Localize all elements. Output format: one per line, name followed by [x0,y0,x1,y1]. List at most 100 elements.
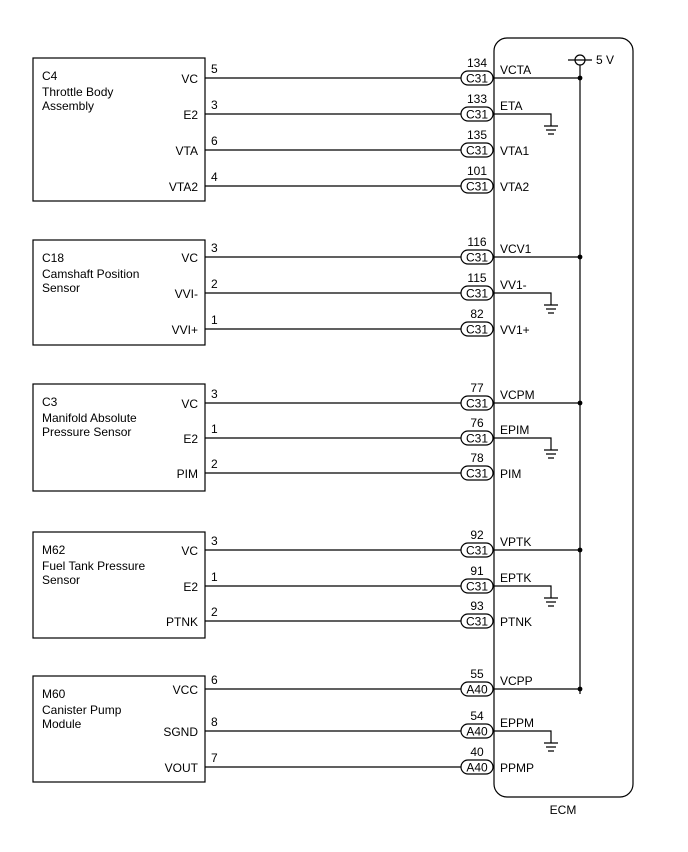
ecm-terminal-name: VCV1 [500,242,532,256]
pin-number: 4 [211,170,218,184]
connector-code: C31 [466,615,488,629]
ecm-pin-number: 54 [470,709,484,723]
ground-wire [494,730,552,743]
ecm-pin-number: 133 [467,92,487,106]
ecm-terminal-name: VPTK [500,535,531,549]
component-name: Manifold Absolute [42,411,137,425]
ecm-pin-number: 93 [470,599,484,613]
pin-label: VOUT [165,761,199,775]
ecm-terminal-name: ETA [500,99,522,113]
ecm-pin-number: 116 [467,235,486,249]
pin-number: 8 [211,715,218,729]
ground-icon [544,449,558,459]
component-box [32,531,206,639]
pin-label: PTNK [166,615,198,629]
component-name: Sensor [42,281,80,295]
pin-label: E2 [183,432,198,446]
pin-label: VVI- [175,287,198,301]
component-box [32,57,206,202]
component-code: C4 [42,69,58,83]
connector-code: A40 [466,761,488,775]
pin-label: VC [181,544,198,558]
component-name: Throttle Body [42,85,113,99]
ecm-unit: ECM [493,37,634,817]
ground-icon [544,304,558,314]
ecm-terminal-name: VV1+ [500,323,530,337]
pin-label: SGND [163,725,198,739]
pin-label: E2 [183,580,198,594]
pin-number: 1 [211,313,218,327]
connector-code: A40 [466,683,488,697]
component-code: M62 [42,543,66,557]
pin-label: VC [181,251,198,265]
ecm-pin-number: 77 [470,381,484,395]
ecm-terminal-name: VTA1 [500,144,529,158]
pin-number: 6 [211,673,218,687]
connector-code: C31 [466,544,488,558]
ground-icon [544,742,558,752]
connector-code: C31 [466,72,488,86]
ecm-label: ECM [550,803,577,817]
junction-dot-icon [577,547,583,553]
pin-number: 5 [211,62,218,76]
ecm-terminal-name: VCPP [500,674,533,688]
pin-number: 2 [211,605,218,619]
connector-code: C31 [466,397,488,411]
component-code: C3 [42,395,58,409]
connector-code: C31 [466,287,488,301]
ground-icon [544,597,558,607]
ecm-pin-number: 92 [470,528,484,542]
connector-code: C31 [466,144,488,158]
pin-number: 1 [211,422,218,436]
ecm-pin-number: 78 [470,451,484,465]
junction-dot-icon [577,75,583,81]
pin-number: 3 [211,534,218,548]
ground-wire [494,437,552,450]
supply-voltage-label: 5 V [596,53,614,67]
ecm-terminal-name: VTA2 [500,180,529,194]
component-box [32,675,206,783]
component-code: M60 [42,687,66,701]
ground-wire [494,585,552,598]
pin-number: 2 [211,457,218,471]
connector-code: C31 [466,180,488,194]
ecm-terminal-name: PTNK [500,615,532,629]
ecm-pin-number: 134 [467,56,487,70]
component-name: Sensor [42,573,80,587]
connector-code: C31 [466,251,488,265]
ground-wire [494,292,552,305]
ecm-terminal-name: PPMP [500,761,534,775]
pin-label: VC [181,397,198,411]
pin-number: 2 [211,277,218,291]
pin-number: 3 [211,241,218,255]
pin-label: VCC [173,683,199,697]
ecm-terminal-name: PIM [500,467,521,481]
ecm-terminal-name: VCTA [500,63,531,77]
component-name: Pressure Sensor [42,425,131,439]
junction-dot-icon [577,686,583,692]
ecm-pin-number: 101 [467,164,487,178]
connector-code: C31 [466,432,488,446]
pin-label: PIM [177,467,198,481]
pin-label: VTA2 [169,180,198,194]
ecm-terminal-name: EPPM [500,716,534,730]
ecm-pin-number: 115 [467,271,486,285]
pin-label: VVI+ [172,323,198,337]
ground-wire [494,113,552,126]
connector-code: C31 [466,580,488,594]
component-code: C18 [42,251,64,265]
ecm-pin-number: 91 [470,564,484,578]
